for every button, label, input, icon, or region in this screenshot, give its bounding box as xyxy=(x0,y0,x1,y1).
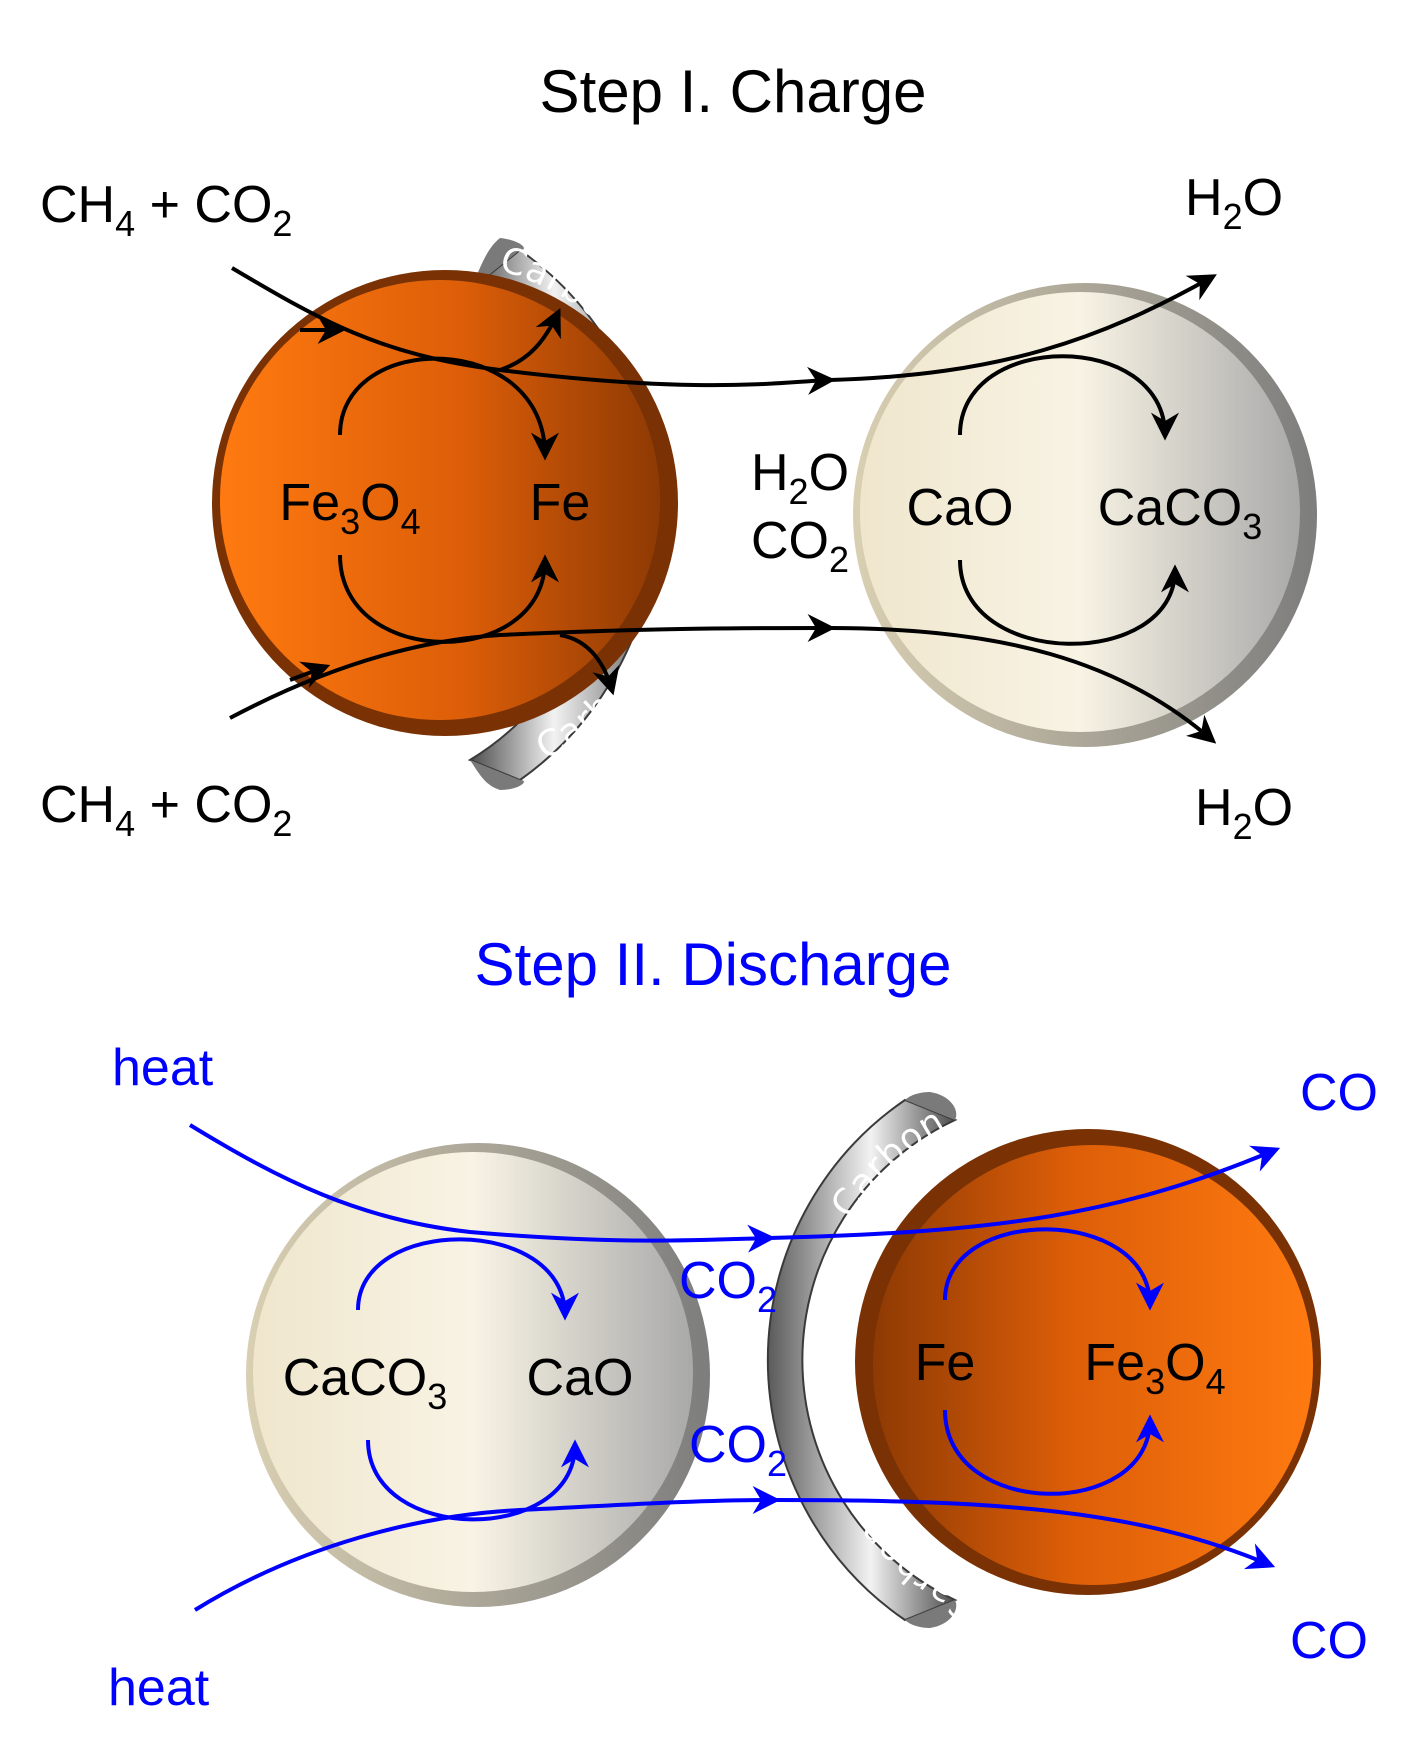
step1-inlet-bottom: CH4 + CO2 xyxy=(40,776,292,844)
step2-outlet-bottom: CO xyxy=(1290,1612,1368,1670)
step2-gap-co2-top: CO2 xyxy=(679,1252,777,1320)
step1-caco3-label: CaCO3 xyxy=(1098,479,1263,547)
step2-cao-label: CaO xyxy=(527,1349,634,1407)
step2-fe3o4-label: Fe3O4 xyxy=(1084,1334,1225,1402)
step2-caco3-particle xyxy=(246,1143,710,1607)
step1-title: Step I. Charge xyxy=(540,58,927,125)
step2-caco3-label: CaCO3 xyxy=(283,1349,448,1417)
step1-gap-co2: CO2 xyxy=(751,512,849,580)
step2-reaction-arcs xyxy=(356,1227,1164,1522)
step1-fe-label: Fe xyxy=(530,474,591,532)
step1-outlet-top: H2O xyxy=(1185,169,1283,237)
step1-gap-h2o: H2O xyxy=(751,444,849,512)
step1-fe-particle xyxy=(212,270,678,736)
step2-carbon-shell xyxy=(766,1092,958,1628)
step2-outlet-top: CO xyxy=(1300,1064,1378,1122)
step2-fe-label: Fe xyxy=(915,1334,976,1392)
step2-inlet-top: heat xyxy=(112,1039,214,1097)
step2-title: Step II. Discharge xyxy=(475,931,952,998)
step2-gas-flows xyxy=(188,1123,1281,1612)
step2-gap-co2-bottom: CO2 xyxy=(689,1416,787,1484)
step1-gas-flows xyxy=(229,266,1217,744)
step1-inlet-top: CH4 + CO2 xyxy=(40,176,292,244)
step1-cao-label: CaO xyxy=(907,479,1014,537)
step1-fe3o4-label: Fe3O4 xyxy=(279,474,420,542)
step2-inlet-bottom: heat xyxy=(108,1659,210,1717)
step1-outlet-bottom: H2O xyxy=(1195,779,1293,847)
